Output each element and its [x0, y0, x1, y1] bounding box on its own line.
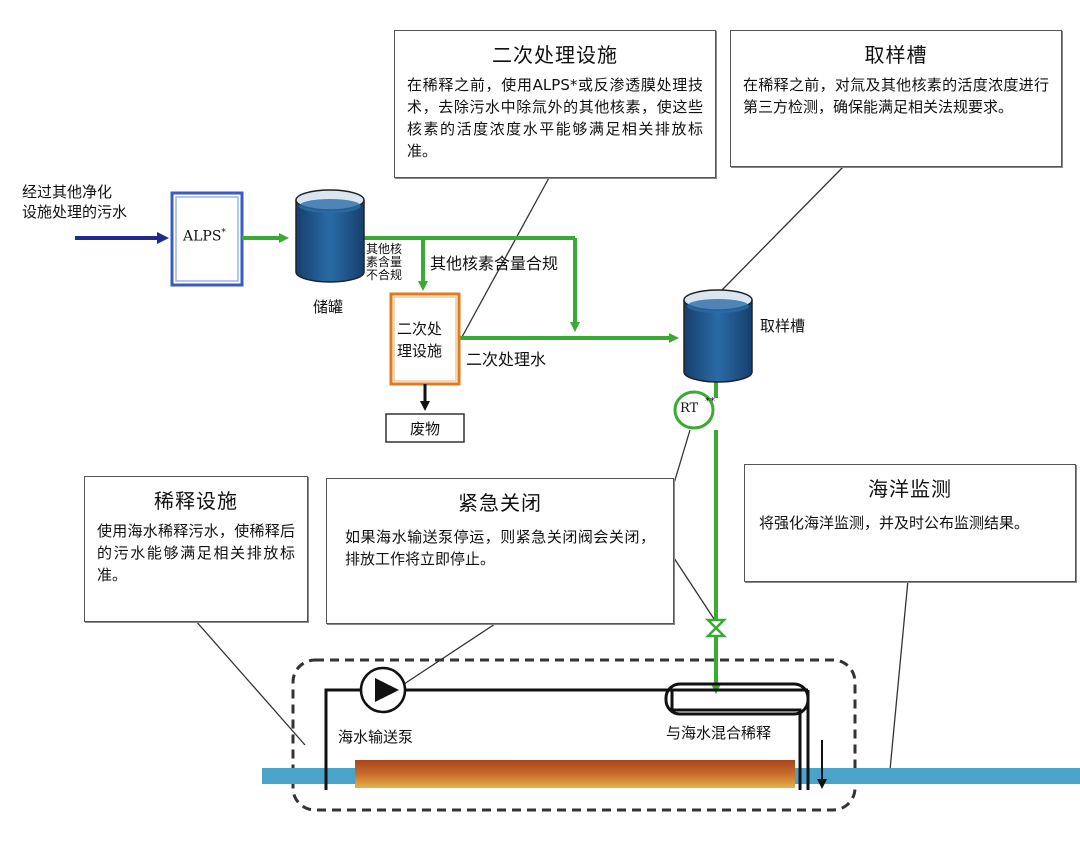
- sampling-tank: [683, 289, 753, 383]
- compliant-label: 其他核素含量合规: [430, 254, 559, 273]
- waste-box: [385, 413, 465, 443]
- callout-sampling-body: 在稀释之前，对氚及其他核素的活度浓度进行第三方检测，确保能满足相关法规要求。: [743, 76, 1049, 116]
- secondary-facility-label: 二次处 理设施: [397, 320, 443, 360]
- callout-marine: 海洋监测 将强化海洋监测，并及时公布监测结果。: [744, 464, 1076, 582]
- callout-dilution: 稀释设施 使用海水稀释污水，使稀释后的污水能够满足相关排放标准。: [84, 476, 308, 622]
- callout-emergency-body: 如果海水输送泵停运，则紧急关闭阀会关闭，排放工作将立即停止。: [345, 528, 655, 568]
- alps-label: ALPS*: [183, 228, 226, 245]
- leader-emergency-valve: [671, 554, 717, 623]
- alps-box: [170, 191, 244, 287]
- leader-marine: [889, 579, 909, 771]
- input-label: 经过其他净化 设施处理的污水: [22, 183, 128, 221]
- callout-dilution-body: 使用海水稀释污水，使稀释后的污水能够满足相关排放标准。: [97, 522, 295, 584]
- non-compliant-label: 其他核 素含量 不合规: [366, 242, 403, 282]
- leader-rt: [671, 429, 691, 491]
- callout-emergency-title: 紧急关闭: [458, 491, 542, 515]
- leader-secondary: [461, 175, 551, 338]
- callout-sampling: 取样槽 在稀释之前，对氚及其他核素的活度浓度进行第三方检测，确保能满足相关法规要…: [730, 30, 1062, 167]
- storage-tank-label: 储罐: [313, 298, 344, 316]
- callout-marine-title: 海洋监测: [868, 477, 952, 501]
- callout-secondary: 二次处理设施 在稀释之前，使用ALPS*或反渗透膜处理技术，去除污水中除氚外的其…: [394, 30, 716, 178]
- sampling-tank-label: 取样槽: [760, 317, 806, 335]
- callout-marine-body: 将强化海洋监测，并及时公布监测结果。: [759, 514, 1030, 532]
- leader-emergency-pump: [394, 621, 499, 691]
- seawater-pipe: [324, 688, 808, 790]
- callout-emergency: 紧急关闭 如果海水输送泵停运，则紧急关闭阀会关闭，排放工作将立即停止。: [326, 478, 674, 624]
- storage-tank: [295, 189, 365, 283]
- waste-label: 废物: [410, 420, 441, 438]
- rt-label: RT: [680, 401, 699, 416]
- secondary-water-label: 二次处理水: [466, 350, 547, 369]
- leader-dilution: [194, 619, 306, 746]
- seabed-sediment: [355, 760, 795, 788]
- dilution-facility-boundary: [291, 658, 857, 812]
- callout-secondary-body: 在稀释之前，使用ALPS*或反渗透膜处理技术，去除污水中除氚外的其他核素，使这些…: [407, 76, 703, 160]
- secondary-facility-box: [389, 292, 461, 386]
- mixing-label: 与海水混合稀释: [666, 724, 772, 742]
- rt-monitor: [673, 390, 715, 430]
- emergency-valve-icon: [704, 618, 728, 638]
- callout-secondary-title: 二次处理设施: [492, 43, 618, 67]
- pump-label: 海水输送泵: [338, 728, 414, 746]
- rt-mark: **: [705, 396, 715, 407]
- seawater-pump-icon: [359, 666, 407, 714]
- leader-sampling: [721, 164, 846, 291]
- callout-sampling-title: 取样槽: [864, 43, 928, 67]
- callout-dilution-title: 稀释设施: [154, 489, 238, 513]
